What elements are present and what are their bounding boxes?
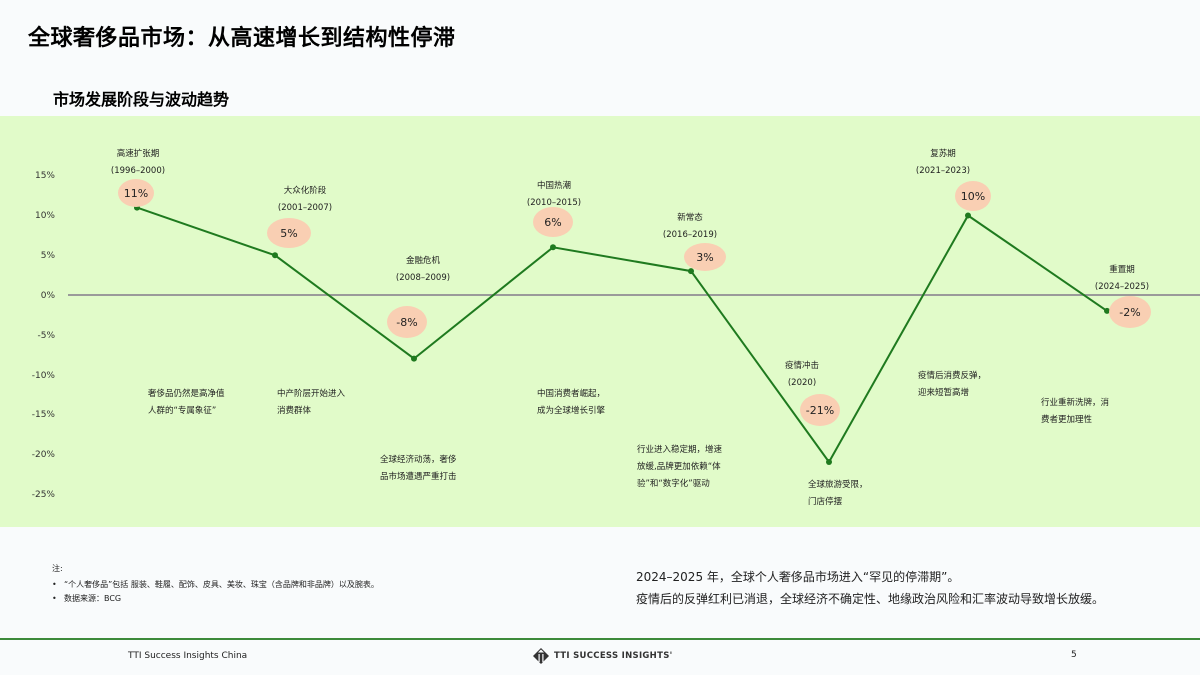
- y-tick-label: -5%: [37, 330, 55, 341]
- phase-note: 中国消费者崛起， 成为全球增长引擎: [537, 386, 605, 420]
- y-tick-label: 10%: [34, 210, 55, 221]
- y-tick-label: 15%: [34, 171, 55, 181]
- phase-period: (2008–2009): [395, 273, 451, 283]
- phase-name: 疫情冲击: [784, 361, 820, 371]
- phase-name: 金融危机: [405, 256, 440, 266]
- phase-note-line: 全球旅游受限，: [808, 480, 868, 490]
- y-tick-label: -25%: [31, 490, 55, 501]
- y-tick-label: -10%: [31, 370, 55, 381]
- phase-period: (1996–2000): [110, 166, 166, 176]
- phase-note: 行业进入稳定期，增速放缓,品牌更加依赖“体验”和“数字化”驱动: [637, 442, 722, 493]
- page-title: 全球奢侈品市场：从高速增长到结构性停滞: [28, 26, 456, 51]
- phase-note-line: 行业重新洗牌，消: [1041, 398, 1110, 408]
- phase-note: 中产阶层开始进入消费群体: [277, 386, 345, 420]
- y-tick-label: -15%: [31, 410, 55, 421]
- data-point: [411, 355, 417, 362]
- phase-note: 全球经济动荡，奢侈品市场遭遇严重打击: [380, 452, 457, 486]
- phase-note-line: 门店停摆: [808, 497, 843, 507]
- y-tick-label: -20%: [31, 450, 55, 461]
- phase-note-line: 验”和“数字化”驱动: [637, 479, 710, 489]
- footnote-item: “个人奢侈品”包括 服装、鞋履、配饰、皮具、美妆、珠宝（含品牌和非品牌）以及腕表…: [52, 578, 379, 592]
- data-point: [826, 459, 832, 465]
- phase-note-line: 中国消费者崛起，: [537, 389, 606, 399]
- y-tick-label: 0%: [40, 290, 55, 301]
- value-bubble: -21%: [800, 394, 840, 426]
- phase-label: 中国热潮 (2010–2015): [527, 178, 581, 212]
- tti-logo-icon: [533, 648, 549, 664]
- phase-period: (2016–2019): [662, 230, 718, 240]
- phase-note-line: 消费群体: [277, 406, 312, 416]
- value-bubble: -2%: [1109, 296, 1151, 328]
- data-point: [272, 252, 278, 259]
- footnote-item: 数据来源：BCG: [52, 592, 379, 606]
- chart-panel: [0, 116, 1200, 527]
- phase-period: (2010–2015): [526, 198, 582, 208]
- footer-company: TTI Success Insights China: [128, 651, 248, 661]
- data-point: [965, 212, 971, 219]
- footer-logo: TTI SUCCESS INSIGHTS': [532, 648, 673, 664]
- phase-note-line: 成为全球增长引擎: [537, 406, 606, 416]
- data-point: [1104, 307, 1110, 314]
- value-bubble: 6%: [533, 207, 573, 237]
- value-bubble: -8%: [387, 306, 427, 338]
- phase-name: 大众化阶段: [283, 186, 327, 196]
- value-bubble: 5%: [267, 218, 311, 248]
- phase-note-line: 全球经济动荡，奢侈: [380, 455, 457, 465]
- phase-note-line: 放缓,品牌更加依赖“体: [637, 462, 721, 472]
- phase-name: 复苏期: [930, 149, 956, 159]
- phase-name: 新常态: [677, 213, 703, 223]
- value-bubble: 3%: [684, 243, 726, 271]
- y-tick-label: 5%: [40, 250, 55, 261]
- footnote-heading: 注:: [52, 564, 63, 573]
- phase-label: 疫情冲击 (2020): [785, 358, 819, 392]
- page-number: 5: [1071, 650, 1077, 660]
- phase-note: 疫情后消费反弹， 迎来短暂高增: [918, 368, 986, 402]
- phase-period: (2024–2025): [1094, 282, 1150, 292]
- summary-text: 2024–2025 年，全球个人奢侈品市场进入“罕见的停滞期”。 疫情后的反弹红…: [636, 566, 1104, 610]
- phase-note-line: 疫情后消费反弹，: [918, 371, 987, 381]
- phase-period: (2021–2023): [915, 166, 971, 176]
- phase-note-line: 人群的“专属象征”: [148, 406, 217, 416]
- footnote: 注: “个人奢侈品”包括 服装、鞋履、配饰、皮具、美妆、珠宝（含品牌和非品牌）以…: [52, 562, 379, 606]
- phase-name: 重置期: [1109, 265, 1135, 275]
- phase-note-line: 费者更加理性: [1041, 415, 1093, 425]
- phase-period: (2001–2007): [277, 203, 333, 213]
- phase-note-line: 奢侈品仍然是高净值: [148, 389, 225, 399]
- phase-note: 全球旅游受限， 门店停摆: [808, 477, 868, 511]
- footer-logo-text: TTI SUCCESS INSIGHTS': [554, 651, 673, 661]
- phase-note-line: 迎来短暂高增: [918, 388, 970, 398]
- data-point: [688, 268, 694, 275]
- phase-label: 高速扩张期 (1996–2000): [111, 146, 165, 180]
- chart-subtitle: 市场发展阶段与波动趋势: [53, 90, 230, 109]
- phase-label: 复苏期 (2021–2023): [916, 146, 970, 180]
- summary-line-2: 疫情后的反弹红利已消退，全球经济不确定性、地缘政治风险和汇率波动导致增长放缓。: [636, 592, 1105, 606]
- phase-note: 行业重新洗牌，消费者更加理性: [1041, 395, 1109, 429]
- phase-name: 中国热潮: [536, 181, 571, 191]
- phase-note: 奢侈品仍然是高净值人群的“专属象征”: [148, 386, 225, 420]
- phase-note-line: 品市场遭遇严重打击: [380, 472, 457, 482]
- footer-divider: [0, 638, 1200, 640]
- data-point: [550, 244, 556, 251]
- phase-label: 大众化阶段 (2001–2007): [278, 183, 332, 217]
- phase-period: (2020): [787, 378, 817, 388]
- phase-label: 新常态 (2016–2019): [663, 210, 717, 244]
- value-bubble: 11%: [118, 179, 154, 207]
- value-bubble: 10%: [955, 181, 991, 211]
- zero-line: [68, 294, 1200, 296]
- summary-line-1: 2024–2025 年，全球个人奢侈品市场进入“罕见的停滞期”。: [636, 570, 960, 584]
- phase-label: 重置期 (2024–2025): [1095, 262, 1149, 296]
- phase-label: 金融危机 (2008–2009): [396, 253, 450, 287]
- phase-note-line: 行业进入稳定期，增速: [637, 445, 723, 455]
- phase-name: 高速扩张期: [116, 149, 160, 159]
- phase-note-line: 中产阶层开始进入: [277, 389, 346, 399]
